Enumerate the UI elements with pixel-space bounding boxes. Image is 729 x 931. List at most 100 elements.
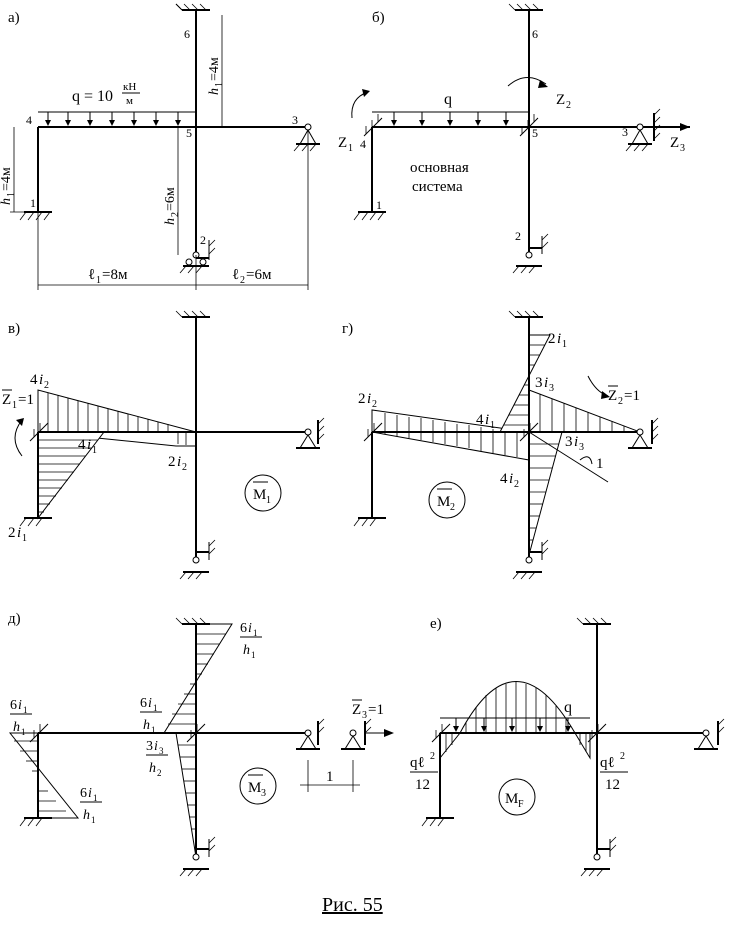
panel-d-roller-support-3 [296, 718, 325, 750]
svg-text:1: 1 [490, 420, 495, 431]
svg-text:3: 3 [362, 710, 367, 721]
panel-a-node-1: 1 [30, 196, 36, 210]
panel-a-node-6: 6 [184, 27, 190, 41]
panel-a-distributed-load [38, 111, 196, 126]
panel-b-load-label: q [444, 91, 452, 108]
svg-text:1: 1 [253, 628, 258, 638]
svg-text:ℓ: ℓ [232, 267, 239, 283]
panel-v-fixed-support-1 [19, 517, 52, 527]
panel-b-caption-line1: основная [410, 160, 469, 176]
svg-text:3: 3 [579, 442, 584, 453]
svg-text:2: 2 [358, 391, 366, 407]
panel-d-unit-z3: Z 3 =1 [352, 699, 384, 721]
svg-text:h: h [149, 761, 156, 776]
svg-text:i: i [557, 331, 561, 347]
panel-d-moment-left-column [8, 732, 80, 819]
panel-a-fixed-support-top [175, 3, 210, 11]
svg-text:4: 4 [78, 437, 86, 453]
svg-text:M: M [253, 487, 266, 503]
panel-d-diagram-label: M 3 [239, 767, 277, 805]
panel-d-fraction-bottom: 3 i 3 h 2 [146, 739, 168, 778]
panel-b-node-2: 2 [515, 229, 521, 243]
panel-a-node-3: 3 [292, 113, 298, 127]
panel-v-value-top: 4 i 2 [30, 372, 49, 391]
svg-text:i: i [177, 454, 181, 470]
svg-text:2: 2 [430, 751, 435, 762]
svg-text:i: i [87, 437, 91, 453]
panel-g-diagram-label: M 2 [428, 481, 466, 519]
panel-g-fixed-support-top [508, 310, 543, 318]
panel-b-z2-arrow [507, 77, 547, 87]
svg-text:h: h [0, 198, 14, 205]
svg-text:ℓ: ℓ [88, 267, 95, 283]
panel-v-constraint-node4 [29, 422, 49, 442]
svg-text:=4м: =4м [0, 167, 14, 191]
svg-text:2: 2 [170, 212, 181, 217]
panel-d-fraction-left-top: 6 i 1 h 1 [10, 698, 32, 737]
svg-text:2: 2 [168, 454, 176, 470]
panel-g-tangent-line [528, 431, 609, 483]
panel-a-h1-top: h 1 =4м [207, 57, 225, 95]
svg-text:2: 2 [44, 380, 49, 391]
panel-g-value-top: 2 i 1 [548, 331, 567, 350]
svg-text:Z: Z [556, 92, 565, 108]
svg-text:3: 3 [159, 746, 164, 756]
svg-text:i: i [248, 621, 252, 636]
svg-text:1: 1 [153, 703, 158, 713]
panel-g-value-beam-right: 3 i 3 [535, 375, 554, 394]
svg-text:2: 2 [157, 768, 162, 778]
panel-e-pin-support-2 [580, 836, 617, 877]
svg-text:1: 1 [96, 275, 101, 286]
panel-b-link-z3 [653, 108, 690, 141]
svg-text:i: i [544, 375, 548, 391]
svg-text:2: 2 [450, 502, 455, 513]
panel-a: а) [0, 3, 320, 290]
panel-g-tangent-label: 1 [596, 456, 604, 472]
panel-g: г) [342, 310, 659, 580]
svg-text:=4м: =4м [207, 57, 222, 81]
svg-text:i: i [17, 525, 21, 541]
panel-v: в) [2, 310, 325, 580]
panel-a-pin-support-2 [179, 239, 216, 274]
svg-text:Z: Z [2, 392, 11, 408]
panel-v-fixed-support-top [175, 310, 210, 318]
svg-text:M: M [248, 780, 261, 796]
svg-text:qℓ: qℓ [600, 755, 615, 771]
svg-text:i: i [485, 412, 489, 428]
panel-e-fixed-support-1 [421, 817, 454, 827]
panel-b-label: б) [372, 10, 385, 26]
panel-b-constraint-node5 [519, 114, 539, 137]
svg-text:Z: Z [670, 135, 679, 151]
panel-g-fixed-support-1 [353, 517, 386, 527]
svg-text:F: F [518, 799, 524, 810]
svg-text:2: 2 [8, 525, 16, 541]
panel-g-value-left: 2 i 2 [358, 391, 377, 410]
svg-text:1: 1 [91, 815, 96, 825]
panel-b-fixed-support-1 [353, 211, 386, 221]
panel-e-constraint-node5 [587, 723, 607, 743]
panel-g-value-beam-near: 3 i 3 [565, 434, 584, 453]
svg-text:h: h [143, 718, 150, 733]
panel-d-fixed-support-top [175, 617, 210, 625]
panel-e-moment-right: qℓ 2 12 [600, 751, 628, 793]
svg-text:i: i [574, 434, 578, 450]
svg-text:4: 4 [476, 412, 484, 428]
svg-text:i: i [88, 786, 92, 801]
panel-a-h2: h 2 =6м [163, 187, 181, 225]
svg-text:3: 3 [549, 383, 554, 394]
svg-text:1: 1 [348, 143, 353, 154]
panel-d-pin-support-2 [179, 836, 216, 877]
panel-v-value-beam: 4 i 1 [78, 437, 97, 456]
panel-e-moment-left: qℓ 2 12 [410, 751, 438, 793]
panel-e-load-label: q [564, 699, 572, 716]
svg-text:Z: Z [338, 135, 347, 151]
panel-v-z1-arrow [14, 419, 23, 457]
panel-v-unit-z1: Z 1 =1 [2, 389, 34, 411]
panel-a-fixed-support-1 [19, 211, 52, 221]
panel-g-moment-beam-left [371, 409, 530, 461]
panel-b-node-4: 4 [360, 137, 366, 151]
svg-text:1: 1 [214, 82, 225, 87]
panel-d-fraction-left-bottom: 6 i 1 h 1 [80, 786, 102, 825]
